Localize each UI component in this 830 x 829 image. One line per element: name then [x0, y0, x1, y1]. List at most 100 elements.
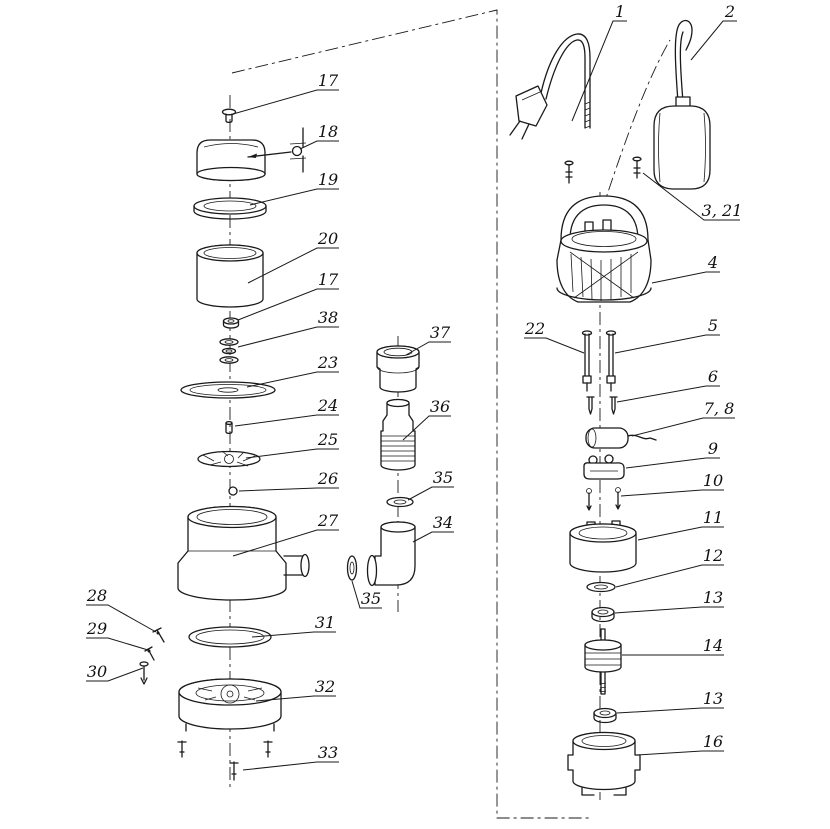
part-connector: [380, 398, 416, 471]
callout-leader-line: [249, 188, 339, 206]
callout-label: 32: [315, 677, 335, 696]
callout-32: 32: [255, 677, 336, 702]
right-assembly: [509, 19, 711, 800]
callout-leader-line: [412, 531, 454, 543]
callout-37: 37: [405, 323, 451, 356]
callout-label: 4: [707, 253, 718, 272]
part-cup: [196, 244, 264, 308]
callout-23: 23: [246, 353, 339, 388]
callout-label: 20: [317, 229, 338, 248]
callout-label: 3, 21: [702, 201, 743, 220]
callout-leader-line: [524, 337, 585, 354]
callout-29: 29: [86, 619, 149, 651]
callout-26: 26: [238, 469, 339, 492]
part-seal-plate: [193, 197, 267, 220]
callout-label: 5: [708, 316, 718, 335]
part-rotor: [584, 628, 622, 695]
part-washer-small: [222, 317, 240, 329]
part-bearing-upper: [591, 606, 615, 623]
callout-28: 28: [86, 586, 157, 633]
callout-leader-line: [232, 89, 339, 115]
callout-label: 27: [317, 511, 339, 530]
callout-leader-line: [615, 564, 724, 588]
part-impeller: [197, 450, 261, 468]
part-elbow: [366, 521, 416, 587]
callout-5: 5: [614, 316, 720, 354]
callout-leader-line: [242, 761, 339, 771]
callout-24: 24: [234, 396, 339, 427]
callout-label: 18: [318, 122, 338, 141]
callout-label: 31: [315, 613, 335, 632]
part-protector: [583, 454, 625, 480]
part-hose-adapter: [376, 345, 420, 393]
callout-leader-line: [237, 288, 339, 321]
callout-label: 22: [524, 319, 545, 338]
callout-18: 18: [299, 122, 339, 150]
callout-label: 6: [708, 367, 718, 386]
callout-leader-line: [251, 631, 336, 638]
part-bottom-screws: [177, 740, 273, 781]
part-lower-housing: [567, 731, 641, 796]
callout-35: 35: [407, 468, 454, 501]
callout-33: 33: [242, 743, 339, 771]
callout-38: 38: [237, 308, 339, 348]
callout-leader-line: [616, 707, 724, 714]
callout-13: 13: [616, 689, 724, 714]
callout-label: 36: [430, 397, 450, 416]
callout-leader-line: [614, 334, 720, 354]
middle-assembly: [346, 336, 420, 612]
callout-leader-line: [690, 20, 737, 61]
part-top-cap: [196, 139, 266, 182]
callout-9: 9: [625, 439, 720, 469]
callout-label: 23: [317, 353, 338, 372]
part-pins-lower: [586, 487, 621, 511]
callout-leader-line: [636, 750, 724, 756]
callout-leader-line: [351, 580, 382, 609]
callout-label: 28: [86, 586, 107, 605]
part-screws-left: [139, 627, 165, 685]
part-pump-housing: [177, 505, 310, 601]
callout-leader-line: [234, 414, 339, 427]
callout-20: 20: [247, 229, 339, 284]
callout-leader-line: [299, 140, 339, 150]
callout-label: 12: [703, 546, 723, 565]
part-float-switch: [600, 19, 711, 214]
callout-leader-line: [631, 417, 735, 437]
callout-label: 11: [703, 508, 723, 527]
callout-leader-line: [86, 604, 157, 633]
callout-2: 2: [690, 2, 737, 61]
part-studs: [581, 330, 617, 392]
callout-label: 37: [430, 323, 451, 342]
callout-19: 19: [249, 170, 339, 206]
callout-25: 25: [245, 430, 339, 459]
callout-7-8: 7, 8: [631, 399, 735, 437]
callout-22: 22: [524, 319, 585, 354]
callout-label: 24: [317, 396, 338, 415]
part-motor-housing: [556, 195, 652, 303]
callout-leader-line: [238, 487, 339, 492]
callout-label: 26: [317, 469, 338, 488]
callout-label: 29: [86, 619, 107, 638]
callout-leader-line: [237, 326, 339, 348]
callout-17: 17: [237, 270, 339, 321]
callout-label: 30: [87, 662, 107, 681]
part-oring: [188, 626, 272, 648]
callout-leader-line: [402, 415, 451, 441]
part-ball: [228, 486, 238, 496]
callout-34: 34: [412, 513, 454, 543]
callout-label: 34: [433, 513, 453, 532]
part-pin: [225, 420, 233, 435]
callout-label: 2: [724, 2, 735, 21]
callout-leader-line: [620, 489, 724, 497]
callout-label: 13: [703, 689, 723, 708]
callout-layer: 1718192017382324252627313233282930373635…: [86, 2, 743, 771]
callout-14: 14: [622, 636, 724, 656]
callout-leader-line: [571, 20, 627, 122]
callout-leader-line: [86, 637, 149, 651]
part-screw-top: [221, 108, 237, 124]
part-top-screws: [564, 156, 642, 184]
callout-label: 35: [361, 589, 381, 608]
part-washer-mid: [386, 496, 414, 508]
